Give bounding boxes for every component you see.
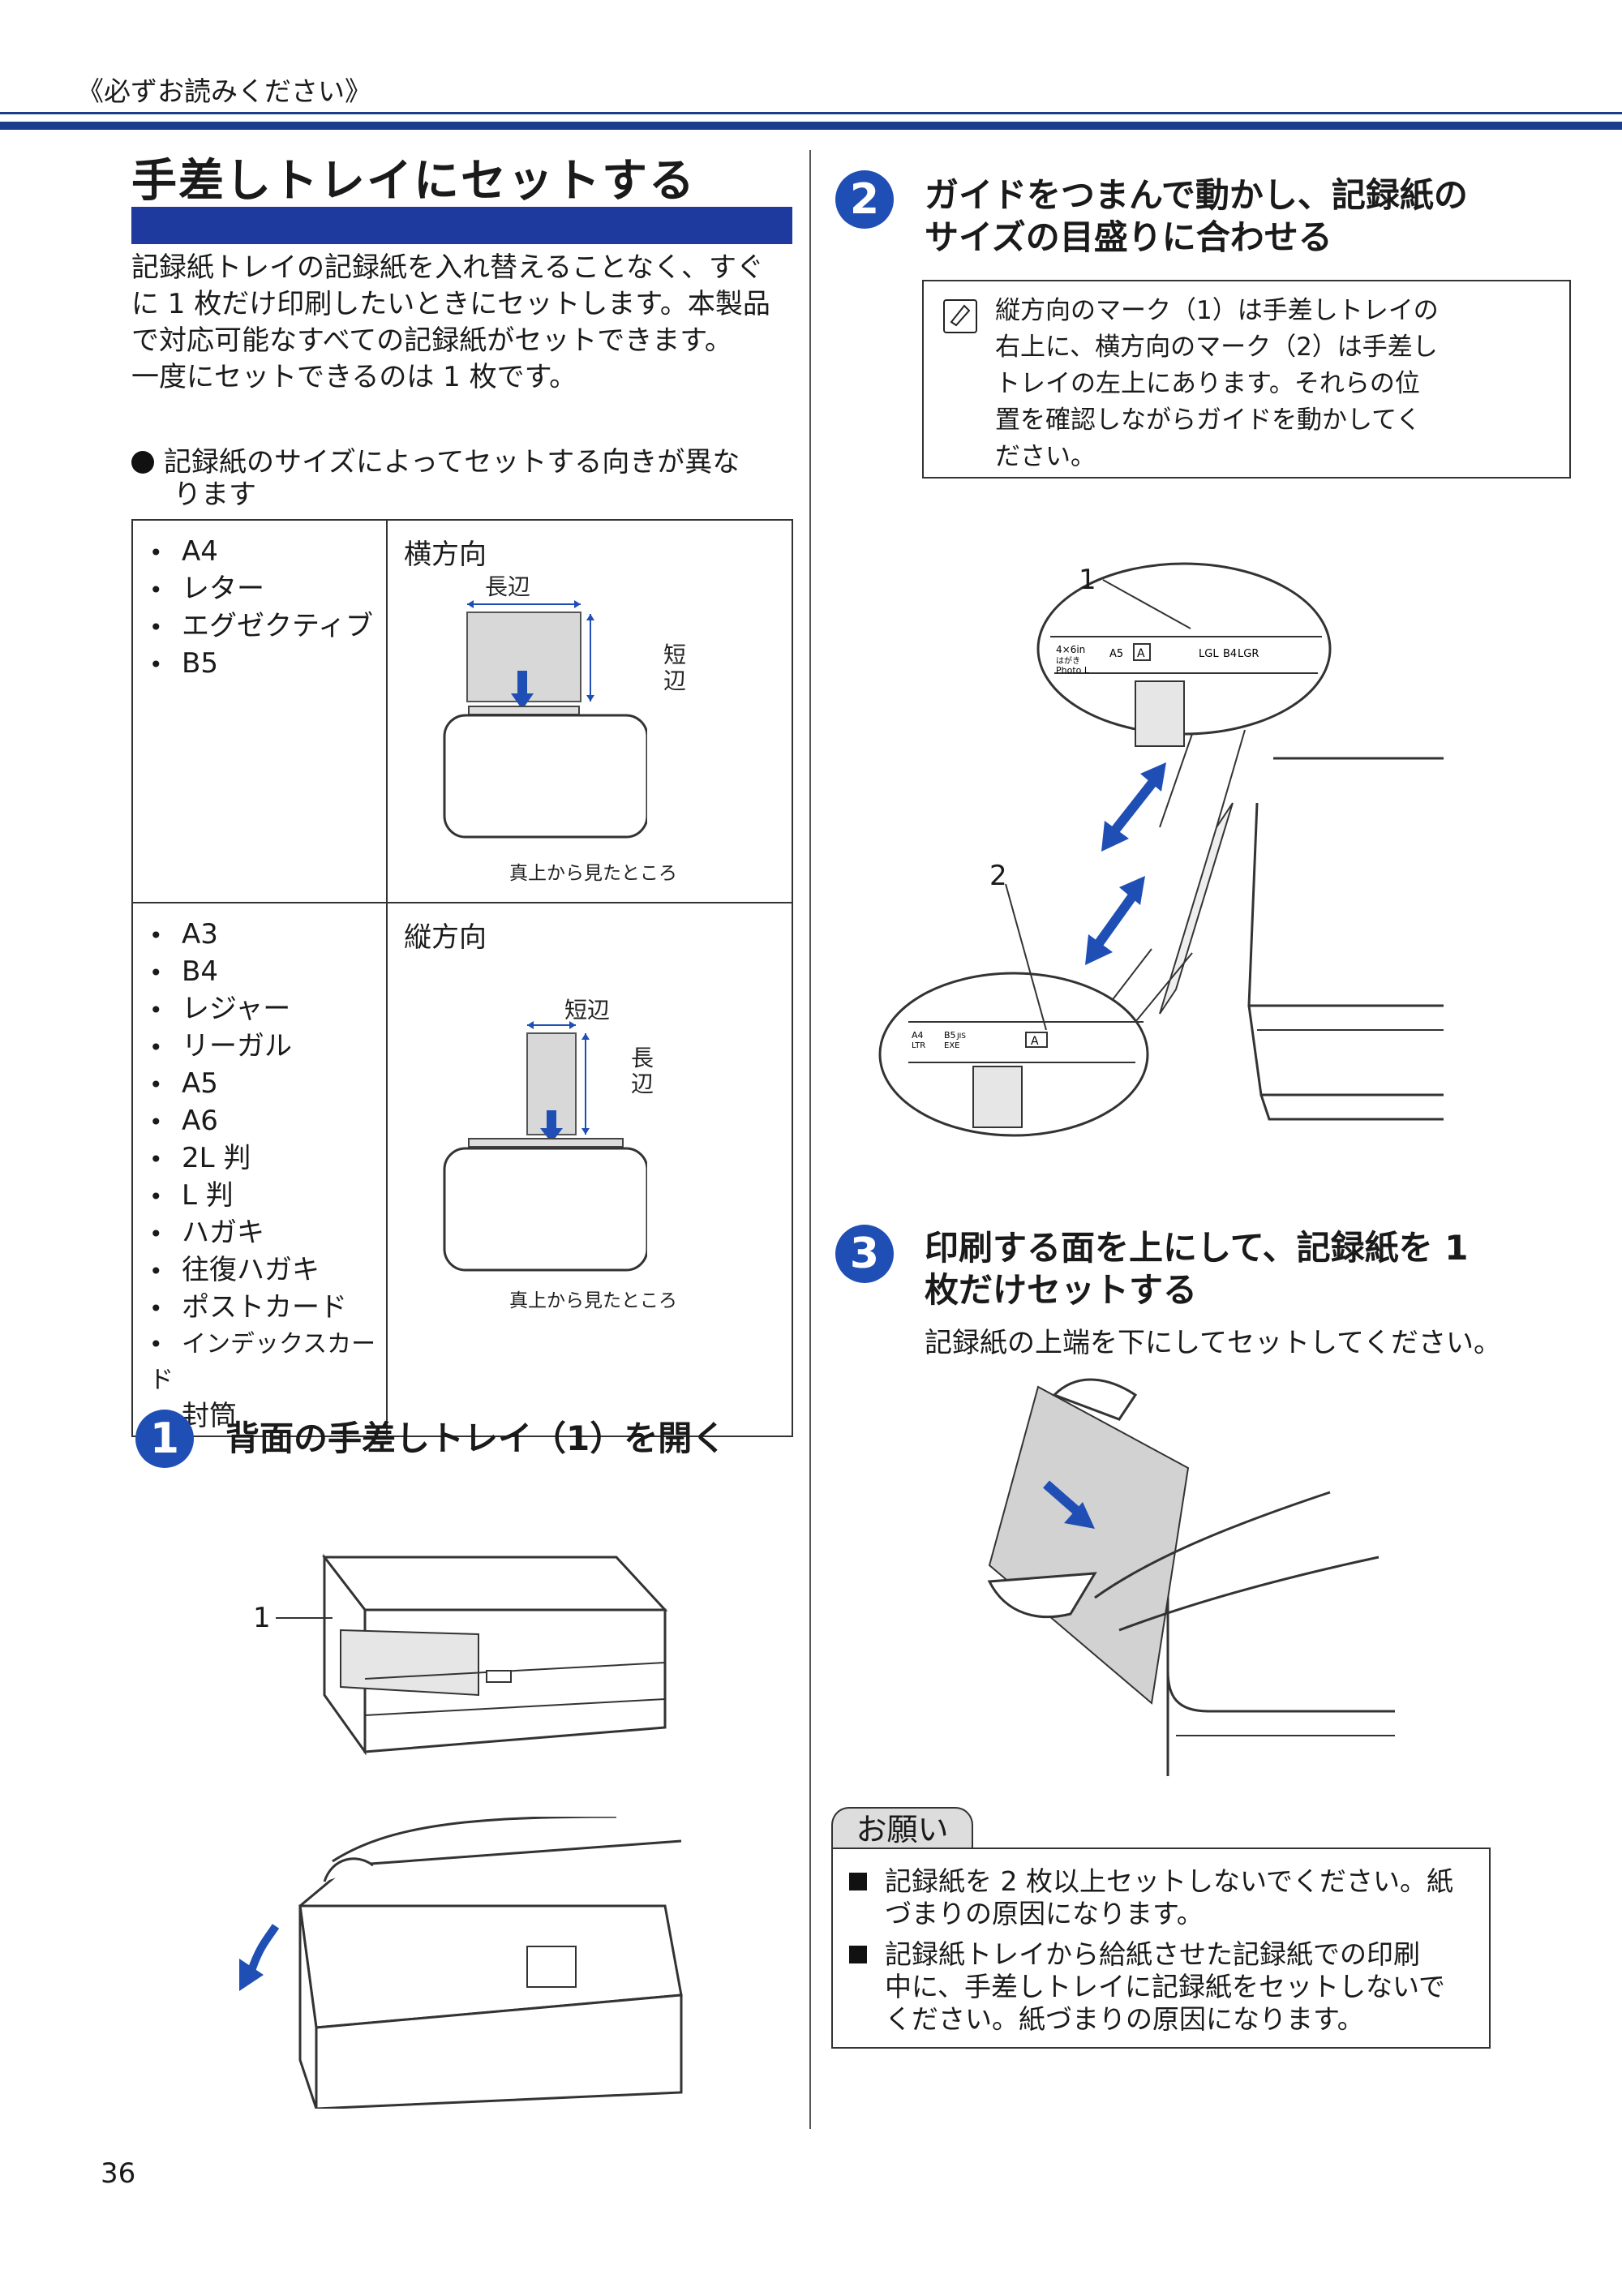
step-3-number: 3 [835, 1225, 894, 1283]
scale-label: A5 [1109, 648, 1123, 660]
list-item: A3 [149, 916, 386, 954]
step-1-callout-1: 1 [253, 1602, 271, 1634]
intro-paragraph: 記録紙トレイの記録紙を入れ替えることなく、すぐ に 1 枚だけ印刷したいときにセ… [131, 251, 770, 393]
title-accent-bar [131, 207, 792, 244]
list-item: インデックスカード [149, 1327, 386, 1398]
note-text: 縦方向のマーク（1）は手差しトレイの 右上に、横方向のマーク（2）は手差し トレ… [995, 296, 1439, 471]
header-rule-thin [0, 112, 1622, 114]
scale-label: LGR [1238, 648, 1259, 660]
scale-label: Photo L [1056, 665, 1090, 676]
list-item: リーガル [149, 1028, 386, 1066]
list-item: B5 [149, 646, 386, 683]
list-item: 記録紙を 2 枚以上セットしないでください。紙 づまりの原因になります。 [849, 1865, 1474, 1930]
scale-label: JIS [956, 1032, 966, 1041]
section-title: 手差しトレイにセットする [131, 155, 696, 208]
scale-label: EXE [944, 1041, 960, 1050]
printer-rear-figure [276, 1553, 668, 1756]
table-row: A4 レター エグゼクティブ B5 横方向 長辺 短辺 真上から見たところ [131, 519, 793, 903]
orientation-label: 縦方向 [404, 921, 487, 954]
step-2-callout-2: 2 [989, 860, 1007, 892]
table-row: A3 B4 レジャー リーガル A5 A6 2L 判 L 判 ハガキ 往復ハガキ… [131, 902, 793, 1437]
note-box: 縦方向のマーク（1）は手差しトレイの 右上に、横方向のマーク（2）は手差し トレ… [922, 280, 1571, 479]
set-paper-figure [987, 1378, 1395, 1776]
orientation-bullet: 記録紙のサイズによってセットする向きが異な ります [131, 446, 796, 511]
square-bullet-icon [849, 1946, 867, 1963]
short-edge-label: 短辺 [564, 997, 611, 1024]
size-list-cell: A4 レター エグゼクティブ B5 [131, 519, 388, 903]
step-3-title: 印刷する面を上にして、記録紙を 1 枚だけセットする [925, 1228, 1469, 1310]
request-box: 記録紙を 2 枚以上セットしないでください。紙 づまりの原因になります。 記録紙… [831, 1848, 1491, 2049]
list-item: B4 [149, 954, 386, 991]
orientation-cell: 縦方向 短辺 長辺 真上から見たところ [386, 902, 793, 1437]
scale-label: はがき [1056, 655, 1080, 666]
open-tray-figure [239, 1817, 683, 2109]
page-number: 36 [101, 2157, 136, 2190]
orientation-label: 横方向 [404, 539, 487, 571]
scale-label: B4 [1223, 648, 1237, 660]
scale-mark: A [1031, 1035, 1039, 1048]
list-item: 往復ハガキ [149, 1252, 386, 1290]
step-2-number: 2 [835, 170, 894, 229]
size-list: A3 B4 レジャー リーガル A5 A6 2L 判 L 判 ハガキ 往復ハガキ… [133, 916, 386, 1436]
step-1-title: 背面の手差しトレイ（1）を開く [225, 1418, 727, 1458]
top-view-caption: 真上から見たところ [509, 863, 677, 884]
header-rule-thick [0, 122, 1622, 130]
list-item: ハガキ [149, 1215, 386, 1252]
step-2-callout-1: 1 [1079, 564, 1096, 596]
step-3-subtitle: 記録紙の上端を下にしてセットしてください。 [925, 1327, 1501, 1359]
guide-adjust-figure: 4×6in はがき Photo L A5 A LGL B4 LGR A4 LTR… [878, 562, 1444, 1137]
list-item: A5 [149, 1066, 386, 1103]
size-list-cell: A3 B4 レジャー リーガル A5 A6 2L 判 L 判 ハガキ 往復ハガキ… [131, 902, 388, 1437]
list-item: L 判 [149, 1178, 386, 1215]
step-1-number: 1 [135, 1410, 194, 1468]
short-edge-label: 短辺 [663, 642, 687, 694]
pencil-note-icon [943, 299, 977, 333]
step-2-title: ガイドをつまんで動かし、記録紙の サイズの目盛りに合わせる [925, 175, 1468, 257]
long-edge-label: 長辺 [631, 1045, 654, 1097]
list-item: ポストカード [149, 1290, 386, 1327]
list-item: エグゼクティブ [149, 608, 386, 646]
long-edge-label: 長辺 [485, 573, 531, 600]
column-divider [809, 150, 811, 2129]
list-item: A6 [149, 1103, 386, 1140]
scale-label: A4 [912, 1030, 924, 1041]
square-bullet-icon [849, 1873, 867, 1890]
list-item: A4 [149, 534, 386, 571]
landscape-feed-diagram [443, 600, 647, 839]
scale-mark: A [1137, 647, 1145, 660]
size-list: A4 レター エグゼクティブ B5 [133, 534, 386, 683]
list-item: 2L 判 [149, 1140, 386, 1178]
scale-label: LGL [1199, 648, 1219, 660]
scale-label: LTR [912, 1041, 925, 1050]
bullet-dot-icon [131, 451, 154, 474]
orientation-cell: 横方向 長辺 短辺 真上から見たところ [386, 519, 793, 903]
portrait-feed-diagram [443, 1021, 647, 1272]
top-view-caption: 真上から見たところ [509, 1290, 677, 1311]
scale-label: 4×6in [1056, 644, 1085, 655]
list-item: レジャー [149, 991, 386, 1028]
scale-label: B5 [944, 1030, 956, 1041]
list-item: レター [149, 571, 386, 608]
running-header: 《必ずお読みください》 [77, 75, 371, 107]
request-tab: お願い [831, 1807, 973, 1849]
list-item: 記録紙トレイから給紙させた記録紙での印刷 中に、手差しトレイに記録紙をセットしな… [849, 1938, 1474, 2036]
paper-size-table: A4 レター エグゼクティブ B5 横方向 長辺 短辺 真上から見たところ [131, 519, 793, 1437]
